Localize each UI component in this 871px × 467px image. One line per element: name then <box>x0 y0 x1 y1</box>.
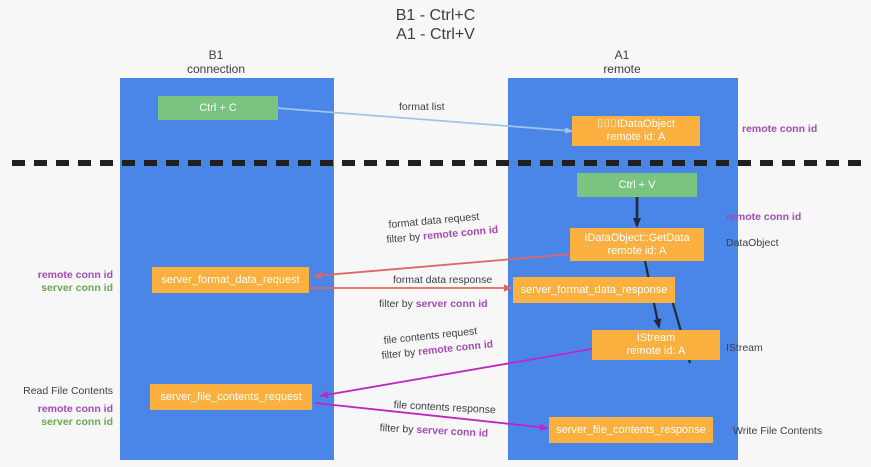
title-line-1: B1 - Ctrl+C <box>395 7 476 24</box>
annotation-right-dataobject: DataObject <box>726 237 779 249</box>
node-server-file-contents-request[interactable]: server_file_contents_request <box>150 384 312 410</box>
column-header-a1: A1 remote <box>554 48 690 76</box>
annotation-left-remote-conn-id-1: remote conn id <box>37 269 113 281</box>
edge-label-format-list: format list <box>399 101 445 113</box>
annotation-left-conn-ids-top: remote conn id server conn id <box>0 269 113 295</box>
annotation-left-server-conn-id-1: server conn id <box>41 282 113 294</box>
node-idataobject-line2: remote id: A <box>606 131 666 143</box>
annotation-left-conn-ids-bottom: remote conn id server conn id <box>0 403 113 429</box>
node-server-file-contents-response[interactable]: server_file_contents_response <box>549 417 713 443</box>
column-header-a1-sub: remote <box>603 62 641 76</box>
edge-label-format-data-response: format data response <box>393 274 493 286</box>
annotation-left-remote-conn-id-2: remote conn id <box>37 403 113 415</box>
node-server-format-data-request[interactable]: server_format_data_request <box>152 267 309 293</box>
annotation-right-remote-conn-id-top: remote conn id <box>742 123 818 135</box>
annotation-left-server-conn-id-2: server conn id <box>41 416 113 428</box>
edge-label-file-contents-response: file contents response <box>393 399 497 417</box>
filter-value-server-conn-id-2: server conn id <box>416 423 489 440</box>
node-idataobject-line1: ⌷⌷⌷IDataObject <box>597 118 675 130</box>
column-header-b1: B1 connection <box>148 48 284 76</box>
node-ctrl-v[interactable]: Ctrl + V <box>577 173 697 197</box>
node-idataobject[interactable]: ⌷⌷⌷IDataObject remote id: A <box>572 116 700 146</box>
node-server-file-contents-response-label: server_file_contents_response <box>556 423 706 436</box>
node-server-format-data-response-label: server_format_data_response <box>520 283 668 296</box>
node-server-format-data-request-label: server_format_data_request <box>161 273 300 286</box>
page-title: B1 - Ctrl+C A1 - Ctrl+V <box>0 6 871 44</box>
annotation-right-write-file-contents: Write File Contents <box>733 425 823 437</box>
column-header-b1-name: B1 <box>208 48 224 62</box>
node-ctrl-c-label: Ctrl + C <box>199 101 237 114</box>
node-istream-line2: remote id: A <box>626 345 686 357</box>
node-server-file-contents-request-label: server_file_contents_request <box>160 390 302 403</box>
annotation-right-istream: IStream <box>726 342 763 354</box>
column-header-b1-sub: connection <box>186 62 246 76</box>
annotation-right-remote-conn-id-mid: remote conn id <box>726 211 802 223</box>
node-server-format-data-response[interactable]: server_format_data_response <box>513 277 675 303</box>
title-line-2: A1 - Ctrl+V <box>396 26 475 43</box>
column-header-a1-name: A1 <box>614 48 630 62</box>
node-ctrl-c[interactable]: Ctrl + C <box>158 96 278 120</box>
node-istream-line1: IStream <box>636 332 676 344</box>
node-istream[interactable]: IStream remote id: A <box>592 330 720 360</box>
annotation-left-read-file-contents: Read File Contents <box>23 385 113 397</box>
node-idataobject-getdata[interactable]: IDataObject::GetData remote id: A <box>570 228 704 261</box>
edge-label-file-contents-response-filter: filter by server conn id <box>379 422 489 440</box>
filter-value-server-conn-id-1: server conn id <box>415 298 488 310</box>
node-getdata-line1: IDataObject::GetData <box>584 231 690 244</box>
node-ctrl-v-label: Ctrl + V <box>618 178 656 191</box>
edge-label-format-data-response-filter: filter by server conn id <box>379 298 488 310</box>
node-getdata-line2: remote id: A <box>607 244 667 257</box>
